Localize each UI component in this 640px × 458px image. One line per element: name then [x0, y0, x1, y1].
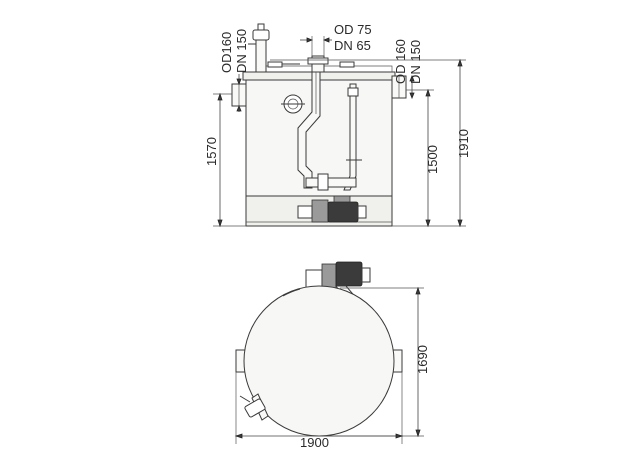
plan-vent-arm [239, 395, 251, 403]
dim1690-arrow-top [415, 286, 421, 295]
dim1910-arrow-bottom [457, 219, 463, 228]
plan-motor [335, 261, 363, 287]
dim-1570: 1570 [204, 137, 219, 166]
dim-1500: 1500 [425, 145, 440, 174]
vent-valve [252, 29, 270, 41]
dim-1910: 1910 [456, 129, 471, 158]
side-elevation: OD160 DN 150 OD 75 DN 65 OD 160 DN 150 1… [204, 22, 471, 228]
plan-view: 1690 1900 [234, 261, 430, 450]
dim1570-arrow-bottom [217, 219, 223, 228]
pressure-flange [307, 57, 329, 65]
plan-lid-edge [282, 288, 301, 297]
collector-fitting [317, 173, 329, 191]
collector-pipe [305, 177, 357, 188]
pump-housing [311, 199, 329, 223]
dim1500-arrow-top [425, 88, 431, 97]
motor-end-cap [357, 205, 367, 219]
label-inlet-dn: DN 150 [234, 29, 249, 73]
lid-clamp-right [339, 61, 355, 68]
pump-inlet-flange [297, 205, 313, 219]
float-pipe [343, 83, 357, 191]
lid-clamp-left [267, 61, 283, 68]
label-top-dn: DN 65 [334, 38, 371, 53]
vent-cap [257, 23, 265, 30]
dim1500-arrow-bottom [425, 219, 431, 228]
outlet-arrow-bottom [409, 92, 415, 100]
plan-pump-housing [321, 263, 337, 289]
dim-1690: 1690 [415, 345, 430, 374]
plan-vent-valve [244, 398, 266, 418]
label-outlet-od: OD 160 [393, 39, 408, 84]
dim-1900: 1900 [300, 435, 329, 450]
dim1690-arrow-bottom [415, 429, 421, 438]
dim1900-arrow-left [234, 433, 243, 439]
top-arrow-left [306, 37, 314, 43]
label-outlet-dn: DN 150 [408, 40, 423, 84]
vent-pipe [255, 35, 267, 73]
label-inlet-od: OD160 [219, 32, 234, 73]
plan-motor-cap [361, 267, 371, 283]
dim1910-arrow-top [457, 58, 463, 67]
top-arrow-right [322, 37, 330, 43]
label-top-od: OD 75 [334, 22, 372, 37]
pump-motor [327, 201, 359, 223]
plan-pump-flange [305, 269, 323, 289]
outlet-arrow-top [409, 74, 415, 82]
motor-terminal-box [333, 195, 351, 203]
float-switch-top [347, 87, 359, 97]
riser-pipe [297, 71, 321, 189]
dim1570-arrow-top [217, 92, 223, 101]
inlet-arrow-top [236, 78, 242, 86]
dim1900-arrow-right [395, 433, 404, 439]
